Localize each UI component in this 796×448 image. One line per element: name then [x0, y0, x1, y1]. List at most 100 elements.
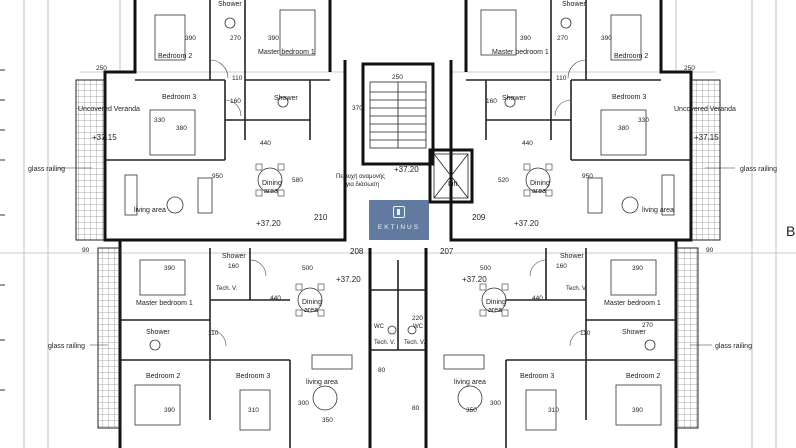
label-bedroom3-se: Bedroom 3 — [520, 373, 554, 380]
room-labels: Bedroom 2 Shower Master bedroom 1 Bedroo… — [78, 1, 736, 386]
level-ne: +37.15 — [694, 133, 719, 142]
dimension-label: 440 — [522, 140, 533, 147]
level-n2: +37.20 — [514, 219, 539, 228]
label-shower-nw: Shower — [218, 1, 242, 8]
label-refuge-1: Περιοχή αναμονής — [336, 173, 385, 180]
dimension-label: 300 — [490, 400, 501, 407]
level-n1: +37.20 — [256, 219, 281, 228]
dimension-label: 310 — [248, 407, 259, 414]
dimension-label: 160 — [486, 98, 497, 105]
level-s1: +37.20 — [336, 275, 361, 284]
dimension-label: 440 — [270, 295, 281, 302]
dimension-label: 110 — [208, 330, 219, 337]
label-dining-se: Dining — [486, 299, 506, 306]
label-shower-se: Shower — [560, 253, 584, 260]
dimension-label: 350 — [322, 417, 333, 424]
annotations: glass railing glass railing glass railin… — [28, 133, 795, 350]
level-s2: +37.20 — [462, 275, 487, 284]
dimension-label: 350 — [466, 407, 477, 414]
label-wc-left: WC — [374, 324, 385, 330]
dimension-label: 160 — [228, 263, 239, 270]
label-dining2-nw: area — [264, 188, 278, 195]
glass-railing-se: glass railing — [715, 343, 752, 350]
label-tech-se: Tech. V. — [566, 286, 587, 292]
label-bedroom2-se: Bedroom 2 — [626, 373, 660, 380]
label-living-nw: living area — [134, 207, 166, 214]
dimension-label: 440 — [532, 295, 543, 302]
label-shower-sw: Shower — [222, 253, 246, 260]
dimension-label: 220 — [412, 315, 423, 322]
veranda-se — [675, 247, 699, 429]
lift — [433, 153, 469, 199]
dimension-label: 390 — [164, 407, 175, 414]
dimension-label: 390 — [268, 35, 279, 42]
label-lift: Lift — [448, 181, 457, 188]
veranda-ne — [691, 79, 721, 241]
label-shower2-nw: Shower — [274, 95, 298, 102]
dimension-label: 270 — [230, 35, 241, 42]
dimension-label: 390 — [601, 35, 612, 42]
logo-icon — [393, 206, 405, 218]
staircase — [369, 81, 427, 149]
label-living-sw: living area — [306, 379, 338, 386]
dimension-label: 390 — [164, 265, 175, 272]
apt-207: 207 — [440, 247, 454, 256]
dimension-label: 250 — [392, 74, 403, 81]
label-living-se: living area — [454, 379, 486, 386]
label-master-ne: Master bedroom 1 — [492, 49, 549, 56]
dimension-label: 520 — [498, 177, 509, 184]
label-dining-ne: Dining — [530, 180, 550, 187]
label-master-nw: Master bedroom 1 — [258, 49, 315, 56]
dimension-label: 390 — [185, 35, 196, 42]
chairs — [255, 163, 553, 317]
apt-210: 210 — [314, 213, 328, 222]
glass-railing-ne: glass railing — [740, 166, 777, 173]
dimension-label: 80 — [378, 367, 386, 374]
dimension-label: 500 — [302, 265, 313, 272]
furniture — [124, 9, 675, 431]
level-core: +37.20 — [394, 165, 419, 174]
dimension-label: 270 — [642, 322, 653, 329]
dimension-label: 950 — [212, 173, 223, 180]
dimension-label: 270 — [557, 35, 568, 42]
label-bedroom2-nw: Bedroom 2 — [158, 53, 192, 60]
label-bedroom3-ne: Bedroom 3 — [612, 94, 646, 101]
dimension-label: 390 — [520, 35, 531, 42]
dimension-label: 160 — [556, 263, 567, 270]
dimension-label: 580 — [292, 177, 303, 184]
label-master-sw: Master bedroom 1 — [136, 300, 193, 307]
label-master-se: Master bedroom 1 — [604, 300, 661, 307]
label-tech-core-l: Tech. V. — [374, 340, 395, 346]
label-tech-core-r: Tech. V. — [404, 340, 425, 346]
dimension-label: 310 — [548, 407, 559, 414]
dimension-label: 380 — [176, 125, 187, 132]
dimension-label: 380 — [618, 125, 629, 132]
label-wc-right: WC — [413, 324, 424, 330]
apt-209: 209 — [472, 213, 486, 222]
ruler-ticks-left — [0, 69, 5, 391]
label-shower2-ne: Shower — [502, 95, 526, 102]
watermark: EKTINUS — [369, 200, 429, 240]
label-bedroom3-sw: Bedroom 3 — [236, 373, 270, 380]
label-dining2-se: area — [488, 307, 502, 314]
apt-208: 208 — [350, 247, 364, 256]
dimension-label: 330 — [154, 117, 165, 124]
dimension-label: 110 — [580, 330, 591, 337]
label-shower-ne: Shower — [562, 1, 586, 8]
veranda-sw — [97, 247, 121, 429]
label-bedroom3-nw: Bedroom 3 — [162, 94, 196, 101]
label-dining-sw: Dining — [302, 299, 322, 306]
dimension-label: 80 — [412, 405, 420, 412]
dimension-label: 90 — [706, 247, 714, 254]
dimension-label: 330 — [638, 117, 649, 124]
edge-letter: B — [786, 223, 795, 239]
dimension-label: 110 — [232, 75, 243, 82]
watermark-brand: EKTINUS — [377, 224, 421, 231]
label-dining2-sw: area — [304, 307, 318, 314]
dimension-label: 390 — [632, 265, 643, 272]
label-veranda-nw: Uncovered Veranda — [78, 106, 140, 113]
dimension-label: 390 — [632, 407, 643, 414]
label-bedroom2-ne: Bedroom 2 — [614, 53, 648, 60]
